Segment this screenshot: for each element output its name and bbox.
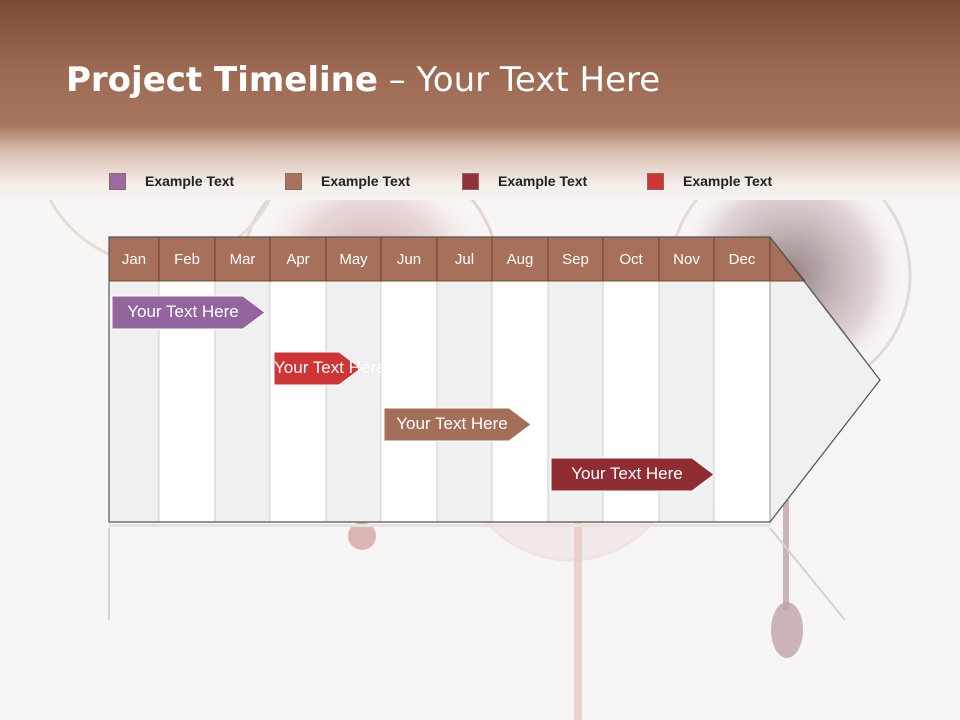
- month-header-cell: [491, 236, 549, 282]
- month-header-cell: [269, 236, 327, 282]
- legend-label: Example Text: [683, 173, 773, 189]
- month-column: [491, 280, 549, 523]
- month-header-cell: [214, 236, 271, 282]
- task-label: Your Text Here: [571, 464, 683, 483]
- month-label: Jun: [396, 250, 422, 268]
- timeline-outline: [108, 236, 881, 523]
- legend-item: Example Text: [109, 170, 234, 192]
- month-column: [436, 280, 493, 523]
- month-label: May: [339, 250, 368, 268]
- month-label: Jan: [121, 250, 147, 268]
- month-label: Oct: [619, 250, 643, 268]
- legend-item: Example Text: [285, 170, 410, 192]
- task-bar: [111, 295, 266, 330]
- month-header-cell: [547, 236, 604, 282]
- month-label: Aug: [506, 250, 534, 268]
- legend-swatch: [647, 172, 664, 190]
- month-header-cell: [380, 236, 438, 282]
- month-column: [325, 280, 382, 523]
- task-bar: [273, 351, 362, 386]
- month-label: Mar: [229, 250, 256, 268]
- month-header-cell: [108, 236, 160, 282]
- reflection-line: [769, 527, 846, 621]
- legend-swatch: [285, 172, 302, 190]
- task-label: Your Text Here: [396, 414, 508, 433]
- month-label: Sep: [562, 250, 589, 268]
- month-header-cell: [658, 236, 715, 282]
- month-column: [713, 280, 771, 523]
- month-label: Nov: [673, 250, 700, 268]
- month-label: Dec: [728, 250, 756, 268]
- month-column: [380, 280, 438, 523]
- legend-label: Example Text: [321, 173, 411, 189]
- month-header-cell: [436, 236, 493, 282]
- slide-title: Project Timeline – Your Text Here: [66, 60, 660, 100]
- month-label: Feb: [174, 250, 200, 268]
- month-header-cell: [602, 236, 660, 282]
- task-label: Your Text Here: [274, 358, 386, 377]
- title-rest: – Your Text Here: [377, 60, 661, 100]
- legend-swatch: [109, 172, 126, 190]
- title-bold: Project Timeline: [66, 60, 378, 100]
- month-label: Apr: [286, 250, 310, 268]
- task-bar: [383, 407, 532, 442]
- legend-label: Example Text: [498, 173, 588, 189]
- legend-swatch: [462, 172, 479, 190]
- reflection-shadow: [109, 524, 770, 527]
- month-column: [269, 280, 327, 523]
- month-header-cell: [713, 236, 771, 282]
- header-band: [0, 0, 960, 200]
- task-bar: [550, 457, 715, 492]
- legend-item: Example Text: [462, 170, 587, 192]
- month-header-cell: [158, 236, 216, 282]
- task-label: Your Text Here: [127, 302, 239, 321]
- legend-label: Example Text: [145, 173, 235, 189]
- legend-item: Example Text: [647, 170, 772, 192]
- month-label: Jul: [454, 250, 475, 268]
